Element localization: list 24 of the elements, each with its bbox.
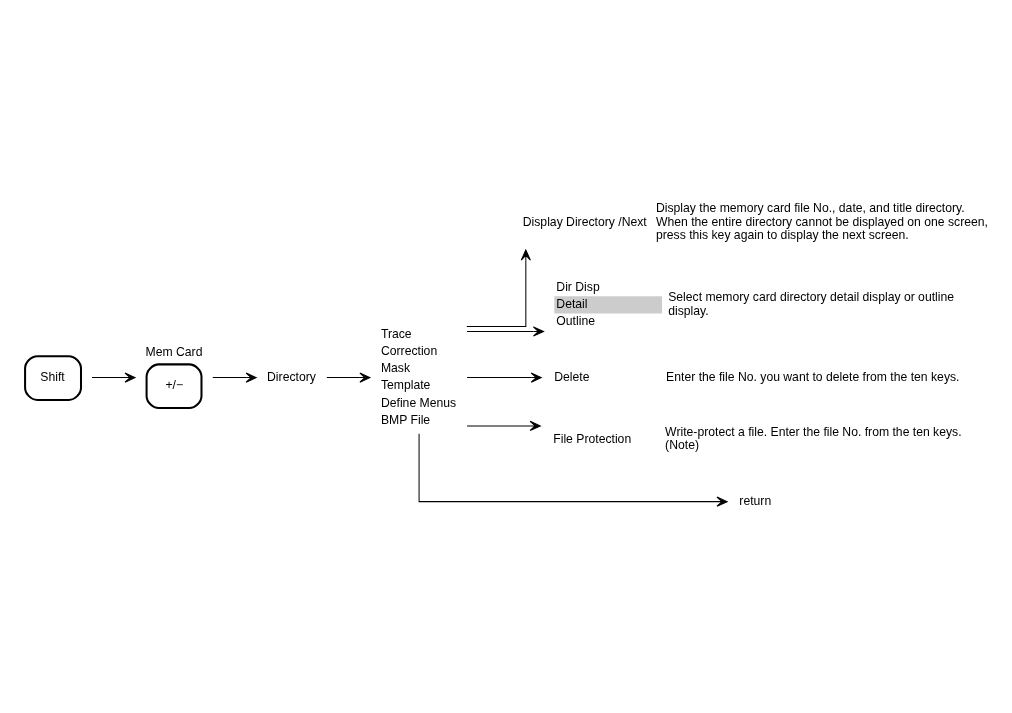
node-label: Mem Card bbox=[145, 344, 203, 359]
node-label: Select memory card directory detail display or outline display. bbox=[668, 289, 955, 318]
arrow bbox=[466, 420, 541, 431]
node-label: Outline bbox=[556, 313, 595, 328]
node-box: Shift bbox=[24, 354, 82, 401]
node-label: Display the memory card file No., date, and title directory. When the entire directory cannot be displayed on one screen, press this key again to display the next screen. bbox=[655, 200, 988, 242]
arrow bbox=[466, 372, 542, 383]
arrow bbox=[212, 372, 257, 383]
node-box: Detail bbox=[554, 295, 663, 314]
arrow bbox=[466, 325, 545, 337]
node-text: Display Directory /Next bbox=[522, 214, 647, 229]
arrow bbox=[326, 372, 371, 383]
node-text: File Protection bbox=[553, 431, 632, 446]
node-text: return bbox=[739, 493, 772, 508]
node-box: +/− bbox=[145, 362, 203, 409]
node-label: Write-protect a file. Enter the file No. from the ten keys. (Note) bbox=[665, 424, 962, 452]
node-text: Trace Correction Mask Template Define Menus BMP File bbox=[380, 326, 457, 427]
arrow bbox=[418, 432, 728, 507]
arrow bbox=[466, 249, 531, 327]
node-text: Delete bbox=[554, 369, 590, 384]
arrow bbox=[91, 372, 136, 383]
node-label: Dir Disp bbox=[556, 279, 600, 294]
node-label: Enter the file No. you want to delete from the ten keys. bbox=[666, 369, 960, 384]
node-text: Directory bbox=[267, 369, 316, 384]
